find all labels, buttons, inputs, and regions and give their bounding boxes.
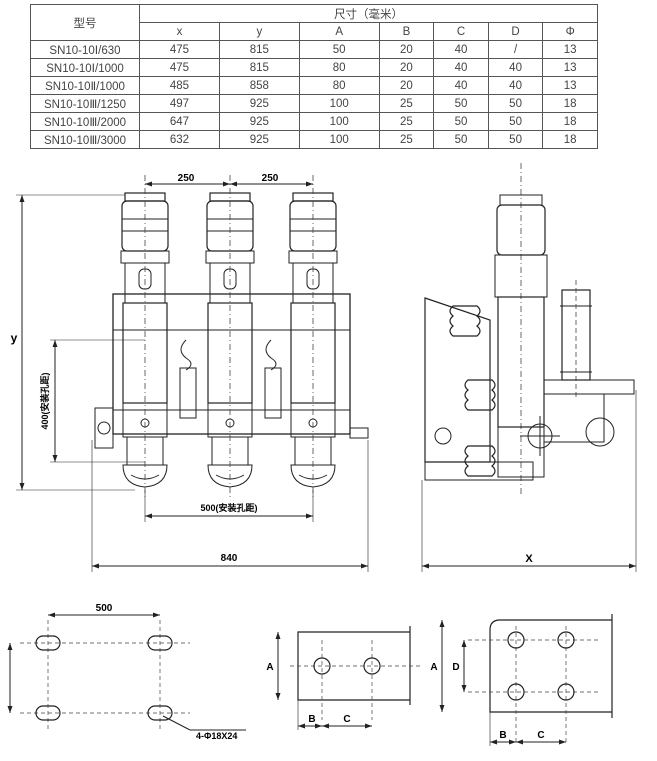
- terminal-b-dim-b: B: [499, 730, 506, 741]
- value-cell: 50: [298, 40, 380, 59]
- value-cell: 100: [298, 94, 380, 113]
- value-cell: 25: [378, 130, 435, 149]
- value-cell: 20: [378, 58, 435, 77]
- terminal-a-dim-c: C: [343, 714, 350, 725]
- side-view: X: [421, 163, 637, 572]
- terminal-a-dim-b: B: [308, 714, 315, 725]
- value-cell: 815: [218, 40, 300, 59]
- bolt-pattern: 500 4-Φ18X24: [7, 603, 246, 741]
- pitch-left-label: 250: [178, 173, 195, 184]
- mount-height-label: 400(安装孔距): [39, 372, 50, 429]
- model-cell: SN10-10Ⅰ/1000: [30, 58, 140, 77]
- value-cell: 50: [433, 130, 489, 149]
- overall-width-label: 840: [221, 553, 238, 564]
- value-cell: 497: [139, 94, 220, 113]
- terminal-b-dim-c: C: [537, 730, 544, 741]
- model-cell: SN10-10Ⅲ/1250: [30, 94, 140, 113]
- value-cell: 925: [218, 130, 300, 149]
- value-cell: 50: [487, 112, 544, 131]
- value-cell: 815: [218, 58, 300, 77]
- value-cell: 475: [139, 58, 220, 77]
- value-cell: 18: [542, 130, 598, 149]
- terminal-b-dim-d: D: [452, 662, 459, 673]
- value-cell: 100: [298, 130, 380, 149]
- front-view: 250 250 y 400(安装孔距) 500(安装孔距) 840: [11, 173, 369, 572]
- terminal-b-dim-a: A: [430, 662, 437, 673]
- x-dimension-label: X: [525, 553, 533, 565]
- y-dimension-label: y: [11, 331, 18, 345]
- value-cell: 80: [298, 76, 380, 95]
- model-header: 型号: [30, 4, 140, 41]
- terminal-a-dim-a: A: [266, 662, 273, 673]
- model-cell: SN10-10Ⅲ/3000: [30, 130, 140, 149]
- model-cell: SN10-10Ⅲ/2000: [30, 112, 140, 131]
- bolt-spacing-label: 500: [96, 603, 113, 614]
- mount-width-label: 500(安装孔距): [200, 502, 257, 513]
- bolt-holes-label: 4-Φ18X24: [196, 731, 237, 741]
- terminal-a: A B C: [266, 626, 420, 730]
- pitch-right-label: 250: [262, 173, 279, 184]
- terminal-b: A D B C: [430, 614, 613, 746]
